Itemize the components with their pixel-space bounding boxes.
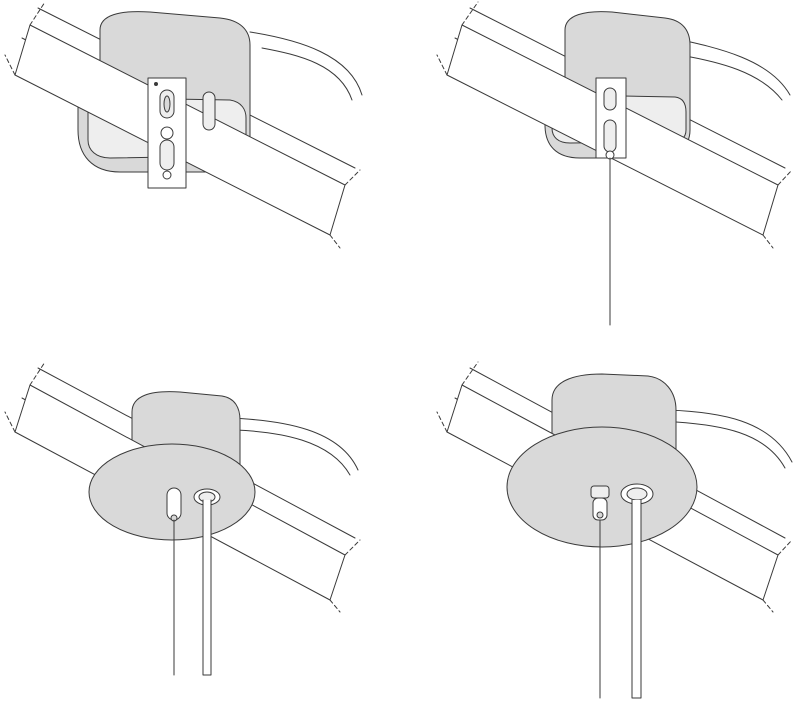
panel-1-housing-slot: [202, 91, 216, 131]
panel-3-power-cord-drop: [202, 499, 212, 676]
panel-4-cable-gripper: [590, 485, 610, 521]
panel-1-bracket: [147, 77, 187, 189]
panel-2-bracket: [595, 77, 627, 160]
panel-4-power-cord: [667, 409, 793, 469]
panel-3-power-cord: [227, 417, 359, 476]
panel-2-cable-attached: [436, 1, 793, 326]
panel-1-bracket-on-rail: [4, 1, 363, 249]
panel-4-canopy-with-gripper: [436, 361, 793, 699]
panel-3-canopy-fitted: [4, 361, 361, 676]
panel-4-power-cord-drop: [631, 499, 642, 699]
panel-1-power-cord: [249, 31, 363, 101]
